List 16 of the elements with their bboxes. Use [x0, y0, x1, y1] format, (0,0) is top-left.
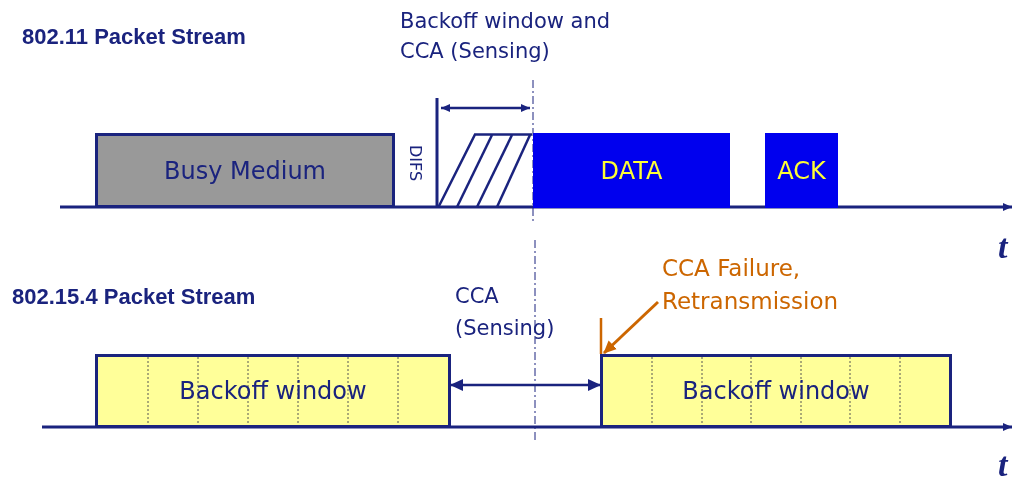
backoff-window-block: Backoff window	[95, 354, 451, 428]
busy-medium-block: Busy Medium	[95, 133, 395, 208]
annotation-text: Backoff window and CCA (Sensing)	[400, 8, 612, 65]
stream-title: 802.15.4 Packet Stream	[12, 284, 256, 310]
data-frame-block: DATA	[533, 133, 730, 208]
stream-title: 802.11 Packet Stream	[22, 24, 246, 50]
leader-arrow	[602, 300, 660, 355]
interval-label: DIFS	[406, 145, 425, 182]
callout-text: CCA Failure, Retransmission	[662, 252, 922, 322]
ack-frame-block: ACK	[765, 133, 838, 208]
backoff-window-block: Backoff window	[600, 354, 952, 428]
axis-label: t	[998, 446, 1008, 484]
hatched-interval	[437, 133, 533, 208]
annotation-text: CCA (Sensing)	[455, 283, 556, 342]
axis-label: t	[998, 228, 1008, 266]
double-arrow	[450, 379, 601, 391]
